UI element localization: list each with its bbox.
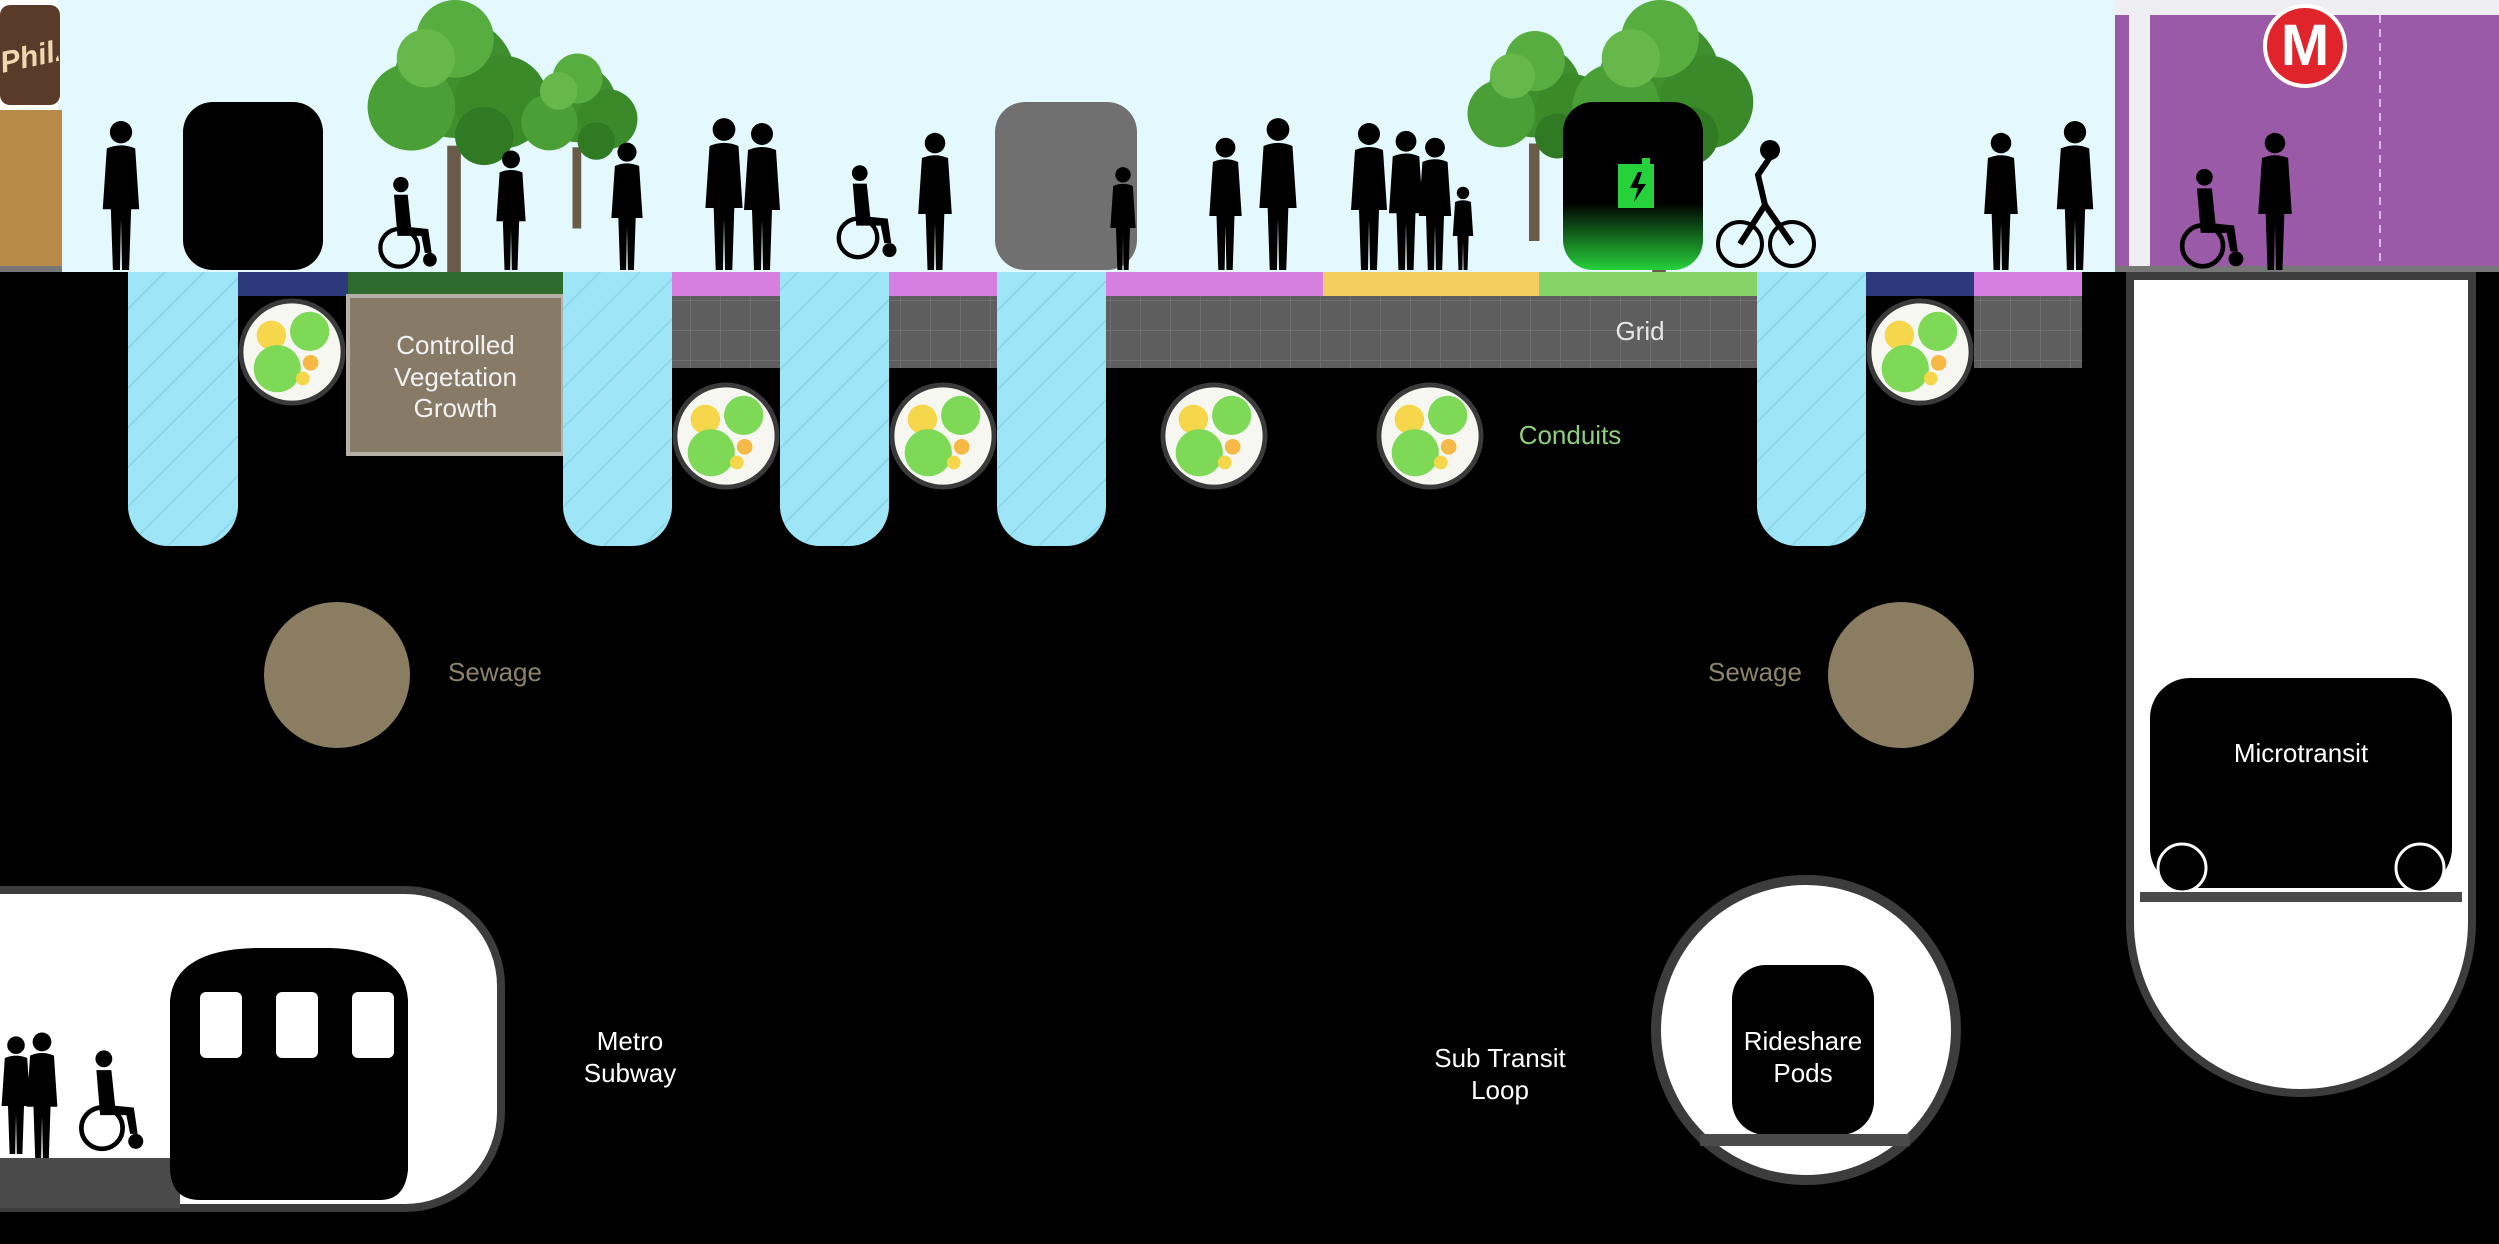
- rideshare-pods-tunnel: [1651, 875, 1961, 1185]
- metro-subway-tunnel: [0, 886, 505, 1212]
- sub-transit-loop-label: Sub Transit Loop: [1434, 1043, 1566, 1105]
- bus-silhouette: [183, 102, 323, 270]
- microtransit-tunnel: [2126, 272, 2476, 1097]
- sewage-pipe-left: [264, 602, 410, 748]
- sewage-pipe-right: [1828, 602, 1974, 748]
- conduits-label: Conduits: [1518, 420, 1622, 450]
- subway-train: [170, 948, 408, 1200]
- metro-logo-letter: M: [2280, 13, 2330, 78]
- sewage-label-left: Sewage: [448, 657, 542, 687]
- grid-label: Grid: [1615, 316, 1665, 346]
- microtransit-vehicle: [2150, 678, 2452, 888]
- cyclist: [1716, 140, 1816, 268]
- lane-strip: [238, 272, 2082, 296]
- pedestrians: [102, 118, 2292, 270]
- metro-logo: [2263, 4, 2347, 88]
- ev-charging-vehicle: [1563, 102, 1703, 270]
- controlled-vegetation-label: Controlled Vegetation Growth: [394, 330, 517, 424]
- rideshare-pods-label: Rideshare Pods: [1743, 1026, 1863, 1088]
- sewage-label-right: Sewage: [1708, 657, 1802, 687]
- bus-gray: [995, 102, 1137, 270]
- water-pipes: [128, 272, 1866, 546]
- microtransit-label: Microtransit: [2233, 738, 2369, 768]
- vegetation-box: [346, 294, 565, 456]
- rideshare-pod: [1732, 965, 1874, 1135]
- philz-storefront: [0, 0, 62, 272]
- metro-subway-label: Metro Subway: [583, 1026, 677, 1088]
- power-grid-band: [1974, 296, 2082, 368]
